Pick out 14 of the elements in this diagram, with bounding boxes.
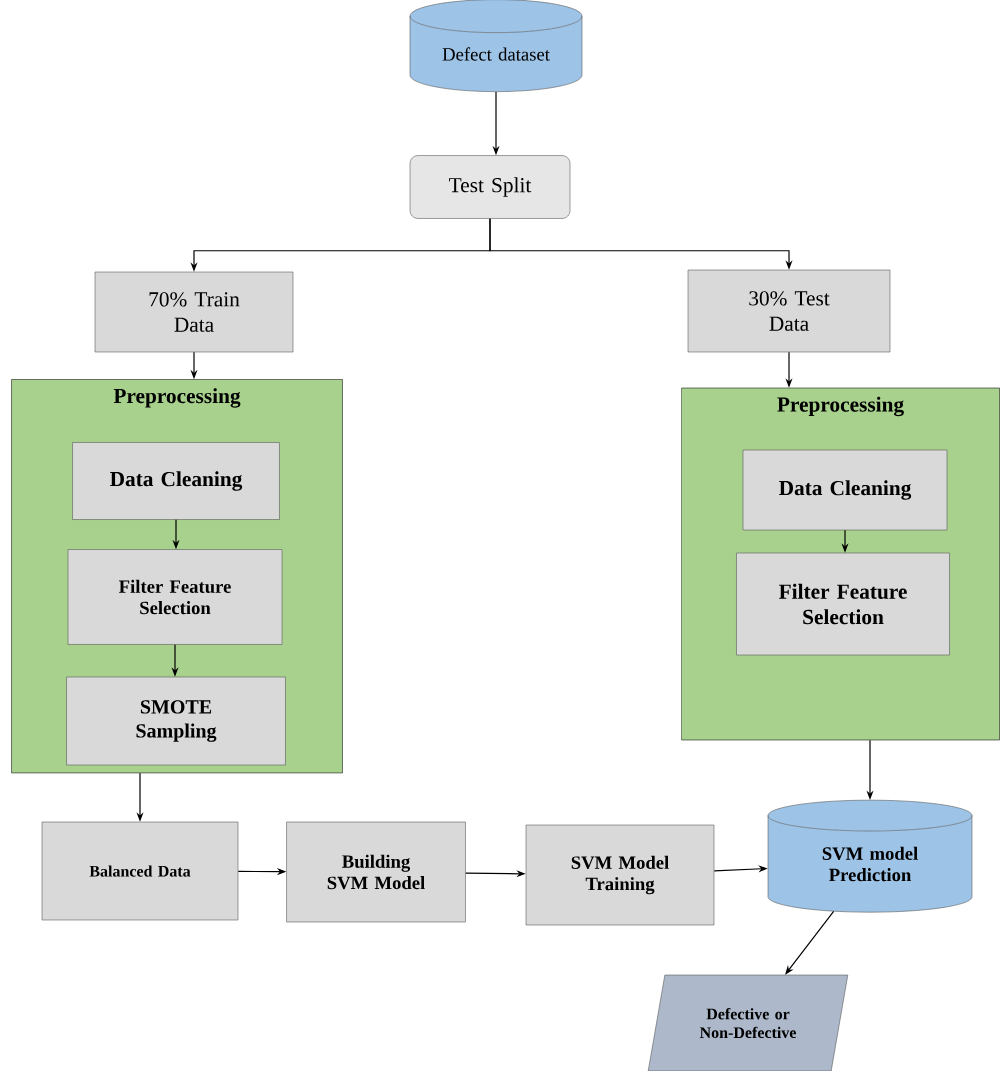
process-box: 70% Train Data [94, 271, 294, 353]
process-box: SMOTE Sampling [66, 676, 286, 766]
process-box: SVM Model Training [525, 824, 715, 926]
database-cylinder: Defect dataset [409, 0, 583, 92]
process-box: Data Cleaning [72, 442, 280, 520]
process-box: Data Cleaning [742, 449, 948, 531]
process-box: 30% Test Data [687, 269, 891, 353]
database-cylinder: SVM model Prediction [767, 799, 973, 913]
process-box: Balanced Data [41, 821, 239, 921]
process-box: Building SVM Model [286, 821, 466, 923]
output-parallelogram: Defective or Non-Defective [647, 974, 849, 1071]
process-box: Filter Feature Selection [736, 552, 950, 656]
process-box: Filter Feature Selection [67, 549, 283, 645]
process-box: Test Split [409, 155, 571, 219]
